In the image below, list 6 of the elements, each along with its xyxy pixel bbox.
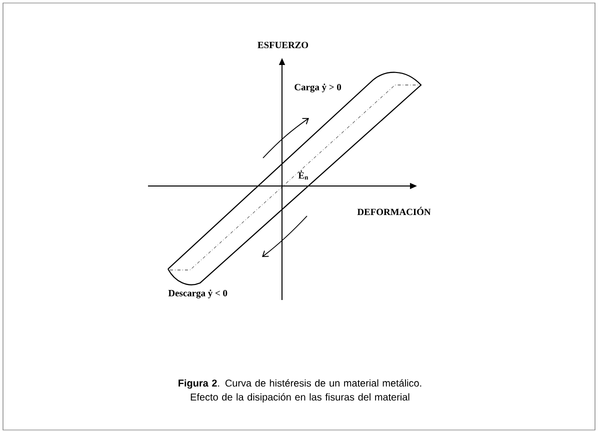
caption: Figura 2. Curva de histéresis de un material metálico. Efecto de la disipación en las fisuras del material [178,379,422,403]
curve-label: Carga ẏ > 0 [294,84,342,92]
point-label: Ė$_{n}$ [298,170,308,180]
axis-label: ESFUERZO [258,42,308,48]
axis-label: DEFORMACIÓN [357,206,431,216]
curve-label: Descarga ẏ < 0 [168,290,228,298]
